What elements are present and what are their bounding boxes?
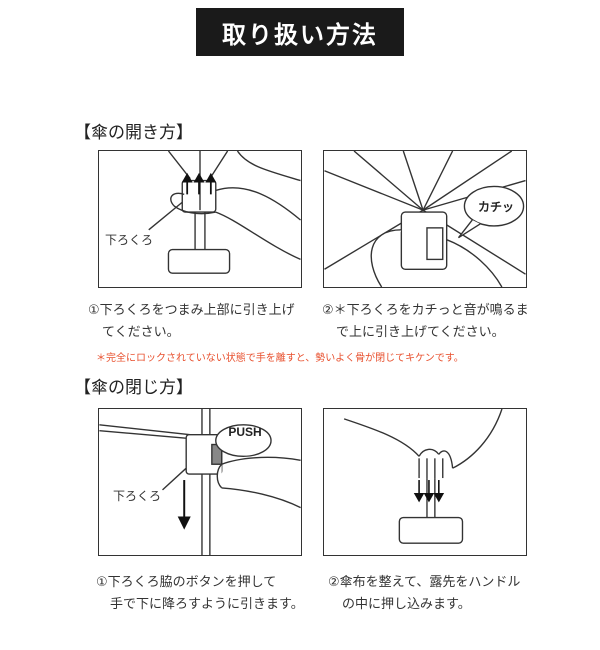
hand-locking-runner-illustration [324,151,526,287]
illustration-close-step1: PUSH 下ろくろ [98,408,302,556]
illustration-open-step1: 下ろくろ [98,150,302,288]
open-step1-caption: ①下ろくろをつまみ上部に引き上げ てください。 [88,303,295,340]
push-button-label: PUSH [228,425,262,439]
illustration-open-step2: カチッ [323,150,527,288]
page-title: 取り扱い方法 [196,8,404,56]
section-heading-close: 【傘の閉じ方】 [74,378,193,398]
runner-label: 下ろくろ [113,487,162,504]
finger-pushing-button-illustration [99,409,301,555]
runner-label: 下ろくろ [105,231,154,248]
click-sound-bubble-text: カチッ [477,200,514,214]
open-step2-caption: ②＊下ろくろをカチっと音が鳴るま で上に引き上げてください。 [322,303,529,340]
hand-pulling-runner-illustration [148,151,301,274]
illustration-close-step2 [323,408,527,556]
safety-warning: ＊完全にロックされていない状態で手を離すと、勢いよく骨が閉じてキケンです。 [96,353,464,364]
tucking-tips-illustration [343,409,503,544]
close-step1-caption: ①下ろくろ脇のボタンを押して 手で下に降ろすように引きます。 [96,575,304,612]
section-heading-open: 【傘の開き方】 [74,123,193,143]
close-step2-caption: ②傘布を整えて、露先をハンドル の中に押し込みます。 [328,575,521,612]
